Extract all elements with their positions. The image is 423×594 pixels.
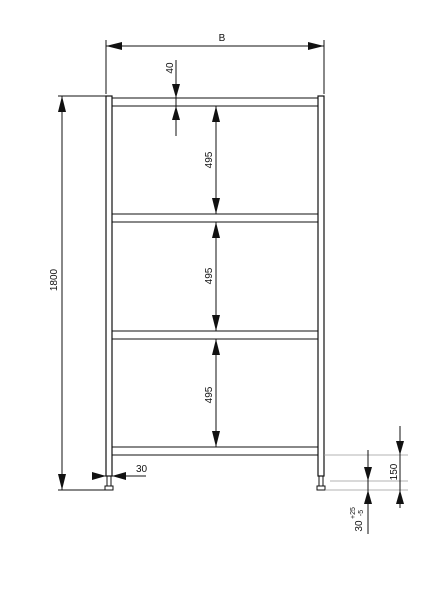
post-width-label: 30 — [136, 464, 148, 475]
left-post — [105, 95, 113, 477]
height-dimension: 1800 — [49, 95, 106, 491]
top-gap-dimension: 40 — [165, 60, 180, 136]
foot-adjust-label: 30 — [354, 520, 365, 532]
shelf-bottom — [111, 446, 319, 456]
shelf-spacing-label-3: 495 — [204, 386, 215, 403]
top-gap-label: 40 — [165, 62, 176, 74]
shelf-spacing-2: 495 — [204, 222, 220, 331]
shelf-spacing-3: 495 — [204, 339, 220, 447]
width-label: B — [219, 33, 226, 44]
shelf-spacing-1: 495 — [204, 106, 220, 214]
foot-tolerance-plus: +25 — [350, 507, 357, 519]
shelf-top — [111, 97, 319, 107]
shelf-spacing-label-2: 495 — [204, 267, 215, 284]
shelf-3 — [111, 330, 319, 340]
foot-adjust-dimension: 30 +25 -5 — [350, 450, 372, 534]
right-foot — [316, 475, 326, 491]
post-width-dimension: 30 — [92, 464, 148, 480]
right-post — [317, 95, 325, 477]
foot-tolerance-minus: -5 — [358, 510, 365, 516]
shelf-2 — [111, 213, 319, 223]
shelf-spacing-label-1: 495 — [204, 151, 215, 168]
height-label: 1800 — [49, 268, 60, 291]
width-dimension: B — [105, 33, 325, 94]
shelf-unit — [104, 95, 326, 491]
bottom-shelf-height-label: 150 — [389, 463, 400, 480]
bottom-shelf-dimension: 150 — [324, 426, 408, 508]
left-foot — [104, 475, 114, 491]
